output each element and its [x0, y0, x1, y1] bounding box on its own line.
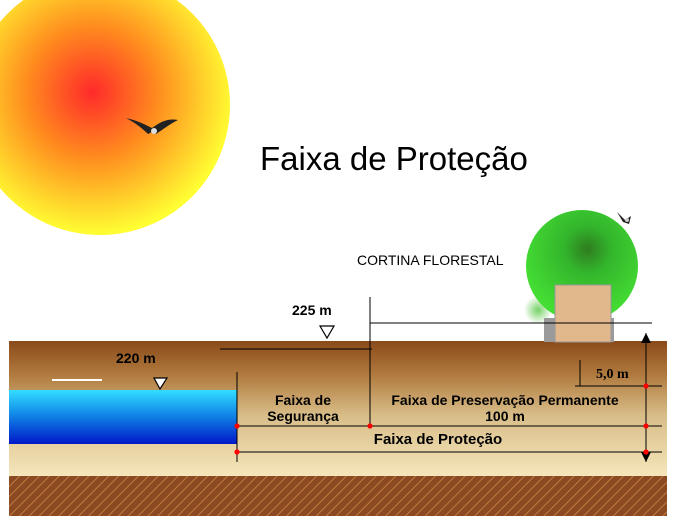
elevation-upper-label: 225 m	[292, 302, 332, 318]
bedrock-layer	[9, 476, 667, 516]
height-label: 5,0 m	[596, 367, 629, 382]
bird-icon	[126, 118, 178, 134]
app-label-line1: Faixa de Preservação Permanente	[391, 392, 618, 408]
sun-icon	[0, 0, 230, 235]
arrow-down-icon	[641, 452, 651, 462]
elevation-lower-label: 220 m	[116, 350, 156, 366]
seguranca-label-line1: Faixa de	[275, 392, 331, 408]
dimension-lines	[220, 297, 662, 462]
bird-icon-small	[617, 212, 631, 224]
seguranca-label-line2: Segurança	[267, 408, 339, 424]
app-label-line2: 100 m	[485, 408, 525, 424]
diagram-title: Faixa de Proteção	[260, 140, 528, 177]
arrow-up-icon	[641, 333, 651, 343]
house-icon	[544, 284, 614, 343]
protecao-label: Faixa de Proteção	[374, 431, 502, 448]
water-level-triangle-icon	[318, 325, 336, 340]
boundary-markers	[234, 383, 649, 455]
water-body	[9, 390, 237, 444]
water-level-triangle-icon-lower	[152, 377, 169, 391]
cortina-label: CORTINA FLORESTAL	[357, 252, 504, 268]
